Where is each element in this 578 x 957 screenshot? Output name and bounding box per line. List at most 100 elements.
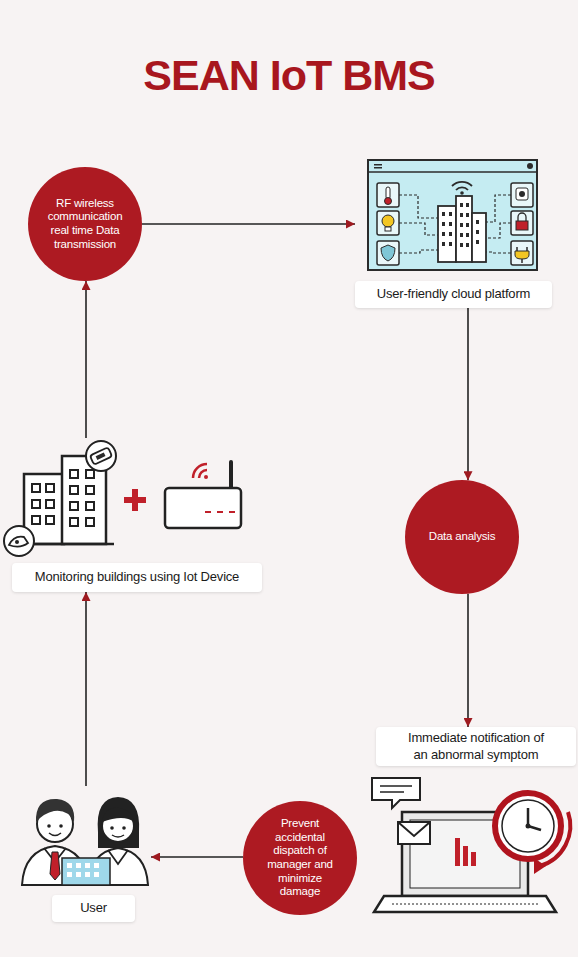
users-illustration-part bbox=[94, 872, 99, 877]
cloud-screen-illustration-part bbox=[385, 198, 392, 205]
laptop-alert-illustration-part bbox=[374, 896, 556, 912]
cloud-screen-illustration-part bbox=[460, 243, 463, 247]
cloud-screen-illustration-part bbox=[385, 227, 391, 231]
building-illustration-part bbox=[32, 500, 40, 508]
users-illustration-part bbox=[112, 835, 124, 837]
building-illustration-part bbox=[86, 470, 94, 478]
node-label: User-friendly cloud platform bbox=[355, 281, 552, 308]
cloud-screen-illustration-part bbox=[381, 245, 395, 261]
label-wrap: User bbox=[52, 895, 135, 922]
laptop-alert-illustration-part bbox=[380, 791, 404, 793]
cloud-screen-illustration-part bbox=[517, 247, 527, 251]
process-box: Immediate notification of an abnormal sy… bbox=[370, 727, 578, 919]
cloud-screen-illustration-part bbox=[374, 164, 382, 166]
router-illustration-part bbox=[199, 470, 207, 478]
label-wrap: Immediate notification of an abnormal sy… bbox=[376, 727, 576, 766]
node-text: Data analysis bbox=[429, 530, 495, 544]
cloud-screen-illustration-part bbox=[449, 212, 452, 216]
flow-arrow bbox=[467, 594, 469, 727]
flow-arrow bbox=[151, 856, 243, 858]
building-illustration-part bbox=[86, 441, 116, 471]
building-illustration-part bbox=[32, 470, 94, 526]
cloud-screen-illustration-part bbox=[527, 163, 533, 169]
cloud-screen-illustration-part bbox=[377, 241, 399, 265]
laptop-alert-illustration-part bbox=[540, 812, 570, 866]
cloud-screen-illustration-part bbox=[399, 223, 438, 235]
building-illustration-part bbox=[46, 500, 54, 508]
cloud-screen-illustration-part bbox=[442, 203, 479, 247]
node-text: RF wireless communication real time Data… bbox=[43, 197, 127, 251]
flow-arrow bbox=[85, 592, 87, 786]
cloud-screen-illustration-part bbox=[466, 243, 469, 247]
cloud-screen-illustration-part bbox=[511, 183, 533, 207]
cloud-screen-illustration-part bbox=[449, 232, 452, 236]
building-illustration-part bbox=[46, 516, 54, 524]
users-illustration-part bbox=[59, 824, 63, 828]
cloud-screen-illustration-part bbox=[460, 203, 463, 207]
building-illustration-part bbox=[4, 526, 34, 556]
cloud-screen-illustration-part bbox=[442, 242, 445, 246]
cloud-screen-illustration-part bbox=[374, 167, 382, 169]
cloud-screen-illustration-part bbox=[442, 222, 445, 226]
flow-arrow bbox=[85, 281, 87, 438]
cloud-screen-illustration-part bbox=[368, 160, 537, 270]
building-illustration bbox=[4, 441, 146, 556]
cloud-screen-illustration-part bbox=[486, 252, 511, 253]
cloud-screen-illustration-part bbox=[511, 211, 533, 235]
building-illustration-part bbox=[90, 447, 112, 465]
users-illustration-part bbox=[67, 863, 72, 868]
users-illustration-part bbox=[110, 826, 114, 830]
flow-arrow bbox=[142, 223, 355, 225]
users-illustration bbox=[22, 797, 148, 885]
cloud-screen-illustration-part bbox=[476, 240, 479, 244]
circle-fill bbox=[28, 167, 142, 281]
cloud-screen-illustration-part bbox=[518, 213, 526, 221]
building-illustration-part bbox=[70, 518, 78, 526]
users-illustration-part bbox=[122, 826, 126, 830]
cloud-screen-illustration-part bbox=[486, 223, 511, 238]
circle-fill bbox=[243, 801, 357, 915]
router-illustration-part bbox=[165, 488, 241, 528]
cloud-screen-illustration-part bbox=[368, 171, 537, 173]
building-illustration-part bbox=[32, 516, 40, 524]
laptop-alert-illustration bbox=[372, 778, 570, 912]
cloud-screen-illustration-part bbox=[438, 206, 456, 262]
cloud-screen-illustration-part bbox=[456, 187, 468, 190]
laptop-alert-illustration-part bbox=[527, 808, 530, 826]
users-illustration-part bbox=[85, 872, 90, 877]
router-illustration bbox=[165, 462, 241, 528]
process-circle: RF wireless communication real time Data… bbox=[28, 167, 142, 281]
cloud-screen-illustration-part bbox=[460, 233, 463, 237]
laptop-alert-illustration-part bbox=[495, 793, 561, 859]
users-illustration-part bbox=[67, 863, 99, 877]
cloud-screen-illustration-part bbox=[377, 211, 399, 235]
cloud-screen-illustration-part bbox=[519, 191, 525, 197]
building-illustration-part bbox=[70, 502, 78, 510]
building-illustration-part bbox=[86, 502, 94, 510]
cloud-screen-illustration-part bbox=[466, 233, 469, 237]
laptop-alert-illustration-part bbox=[398, 822, 430, 836]
cloud-screen-illustration-part bbox=[516, 188, 528, 200]
cloud-screen-illustration-part bbox=[460, 213, 463, 217]
cloud-screen-illustration-part bbox=[516, 221, 528, 230]
cloud-screen-illustration-part bbox=[442, 232, 445, 236]
node-label: Immediate notification of an abnormal sy… bbox=[376, 727, 576, 766]
laptop-alert-illustration-part bbox=[392, 904, 538, 905]
cloud-screen-illustration-part bbox=[515, 251, 529, 259]
label-wrap: Monitoring buildings using Iot Device bbox=[12, 563, 262, 592]
cloud-screen-illustration-part bbox=[472, 213, 486, 262]
users-illustration-part bbox=[76, 863, 81, 868]
process-circle: Data analysis bbox=[405, 480, 519, 594]
cloud-screen-illustration-part bbox=[460, 223, 463, 227]
cloud-screen-illustration bbox=[368, 160, 537, 270]
laptop-alert-illustration-part bbox=[398, 822, 430, 844]
node-label: User bbox=[52, 895, 135, 922]
building-illustration-part bbox=[9, 537, 28, 547]
users-illustration-part bbox=[62, 858, 110, 885]
circle-text-wrap: Prevent accidental dispatch of manager a… bbox=[243, 801, 357, 915]
cloud-screen-illustration-part bbox=[382, 215, 394, 227]
cloud-screen-illustration-part bbox=[486, 195, 511, 222]
cloud-screen-illustration-part bbox=[476, 230, 479, 234]
